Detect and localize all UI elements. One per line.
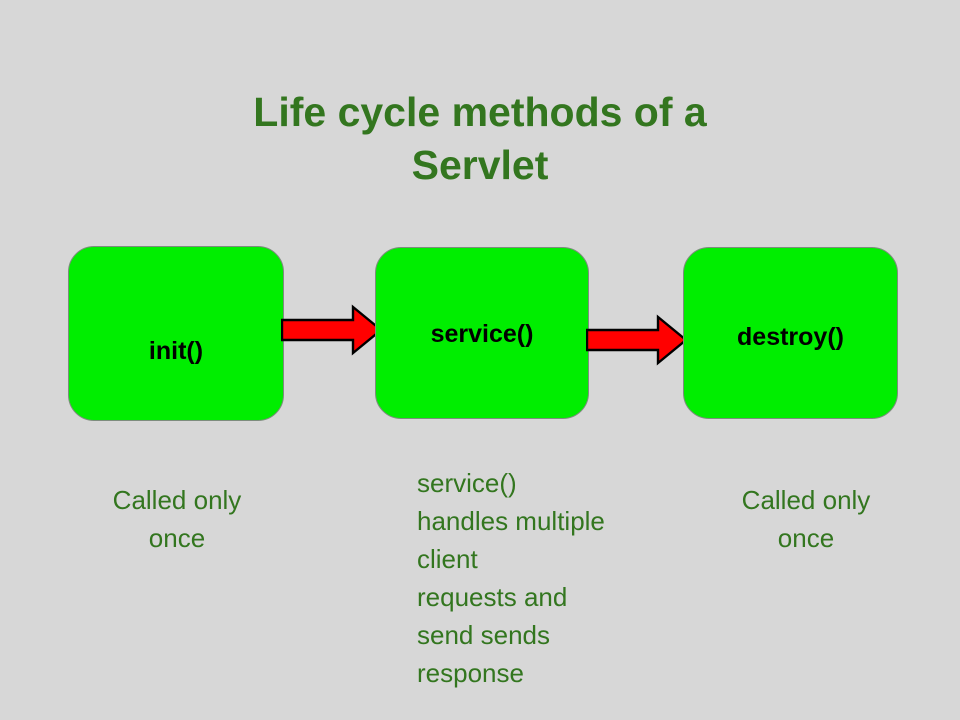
caption-init: Called only once: [62, 481, 292, 557]
caption-service-line-5: send sends: [417, 620, 550, 650]
page-title-line-1: Life cycle methods of a: [253, 89, 707, 135]
caption-destroy-line-2: once: [777, 523, 835, 553]
process-box-init-label: init(): [148, 337, 204, 365]
caption-service-line-2: handles multiple: [417, 506, 605, 536]
page-title-line-2: Servlet: [411, 142, 549, 188]
caption-service-line-4: requests and: [417, 582, 568, 612]
caption-service-line-6: response: [417, 658, 524, 688]
flow-arrow-init-to-service-icon: [280, 303, 383, 357]
caption-service: service() handles multiple client reques…: [417, 464, 677, 692]
flow-arrow-service-to-destroy-icon: [585, 313, 688, 367]
process-box-destroy-label: destroy(): [737, 323, 844, 351]
caption-init-line-1: Called only: [112, 485, 242, 515]
caption-service-line-1: service(): [417, 468, 517, 498]
process-box-service[interactable]: service(): [375, 247, 589, 419]
process-box-init[interactable]: init(): [68, 246, 284, 421]
caption-init-line-2: once: [148, 523, 206, 553]
process-box-service-label: service(): [430, 320, 534, 348]
caption-destroy-line-1: Called only: [741, 485, 871, 515]
process-box-destroy[interactable]: destroy(): [683, 247, 898, 419]
caption-destroy: Called only once: [700, 481, 912, 557]
page-title: Life cycle methods of a Servlet: [130, 86, 830, 192]
caption-service-line-3: client: [417, 544, 478, 574]
